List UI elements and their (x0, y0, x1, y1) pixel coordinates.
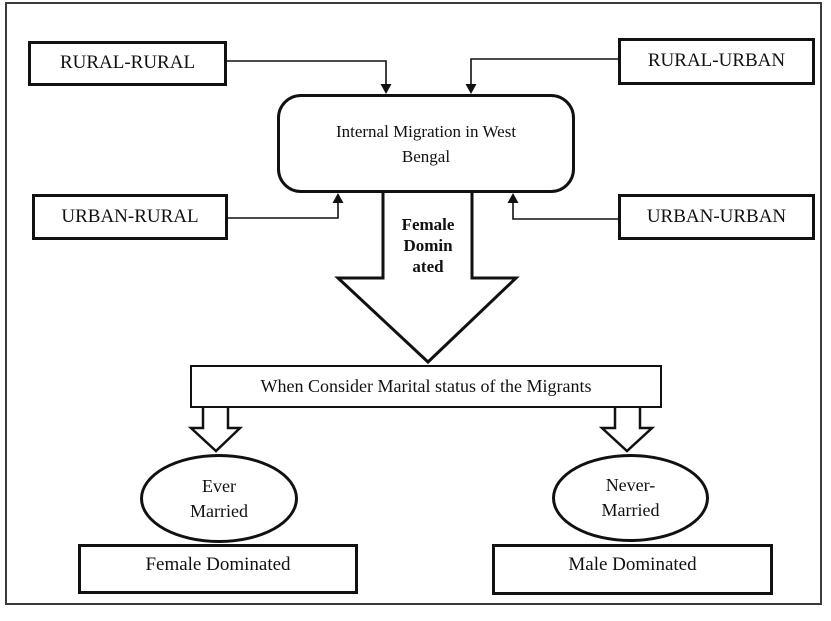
node-female-dominated: Female Dominated (78, 544, 358, 594)
big-arrow-label-line3: ated (412, 257, 444, 276)
arrowhead-up-left (332, 193, 344, 203)
node-internal-migration-line2: Bengal (401, 146, 451, 166)
node-urban-rural: URBAN-RURAL (32, 194, 228, 240)
node-urban-urban: URBAN-URBAN (618, 194, 815, 240)
connector-rural-urban (470, 58, 618, 90)
node-internal-migration: Internal Migration in West Bengal (277, 94, 575, 193)
node-ever-married: Ever Married (140, 454, 298, 543)
diagram-frame (5, 2, 822, 605)
connector-urban-urban (512, 197, 618, 220)
node-marital-status-label: When Consider Marital status of the Migr… (260, 375, 592, 396)
node-never-married-line2: Married (601, 500, 660, 520)
node-rural-rural-label: RURAL-RURAL (59, 52, 196, 74)
big-arrow-label-line2: Domin (403, 236, 453, 255)
node-rural-rural: RURAL-RURAL (28, 41, 227, 86)
node-marital-status: When Consider Marital status of the Migr… (190, 365, 662, 408)
node-male-dominated: Male Dominated (492, 544, 773, 595)
node-rural-urban: RURAL-URBAN (618, 38, 815, 85)
connector-rural-rural (227, 60, 387, 90)
connector-urban-rural (228, 197, 339, 219)
arrowhead-up-right (507, 193, 519, 203)
node-urban-rural-label: URBAN-RURAL (61, 205, 199, 227)
node-never-married: Never- Married (552, 454, 709, 542)
big-arrow-label-line1: Female (401, 215, 455, 234)
node-urban-urban-label: URBAN-URBAN (646, 205, 787, 227)
node-rural-urban-label: RURAL-URBAN (647, 50, 786, 72)
arrowhead-down-right (465, 84, 477, 94)
node-internal-migration-line1: Internal Migration in West (335, 121, 517, 141)
node-ever-married-line1: Ever (202, 475, 236, 496)
node-male-dominated-label: Male Dominated (568, 554, 697, 576)
small-block-arrow-right (598, 404, 656, 453)
node-never-married-line1: Never- (605, 475, 656, 495)
small-block-arrow-left (187, 404, 244, 453)
big-arrow-label: Female Domin ated (384, 214, 472, 277)
big-block-arrow-down (334, 189, 520, 365)
node-female-dominated-label: Female Dominated (145, 553, 291, 575)
arrowhead-down-left (380, 84, 392, 94)
node-ever-married-line2: Married (190, 500, 248, 521)
